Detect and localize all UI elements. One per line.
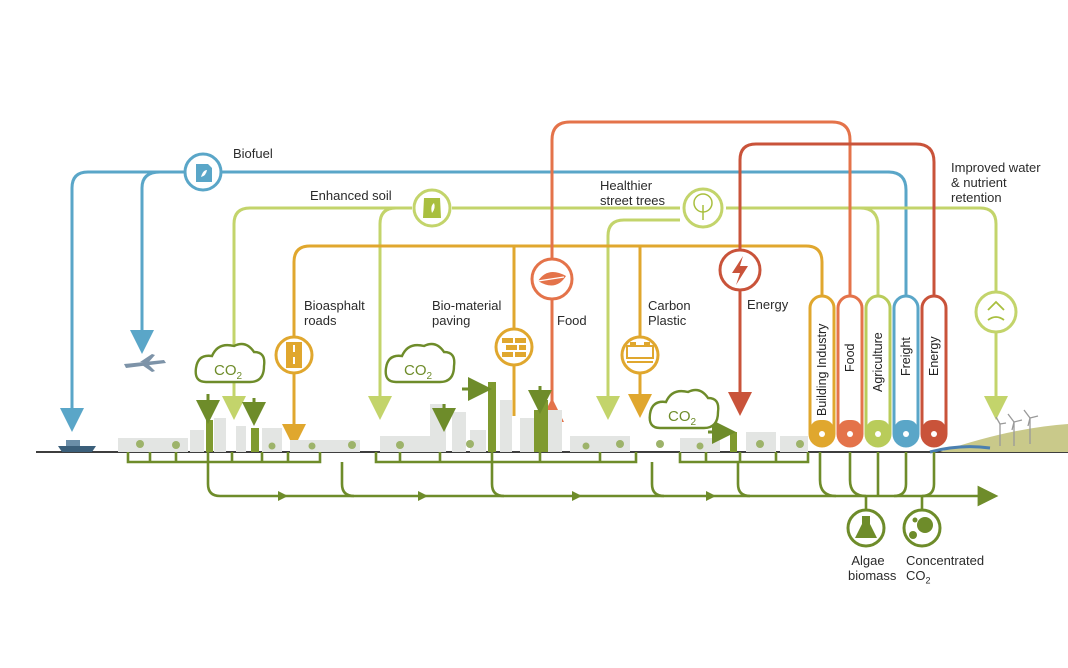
column-label-freight: Freight xyxy=(899,337,913,376)
label-biofuel: Biofuel xyxy=(233,146,273,161)
label-algae-biomass: Algae biomass xyxy=(848,553,897,583)
co2-collection-pipes xyxy=(126,452,999,510)
label-healthier-street-trees: Healthier street trees xyxy=(600,178,666,208)
svg-text:CO2: CO2 xyxy=(404,362,433,382)
co2-cloud-3: CO2 xyxy=(648,388,720,430)
column-label-agriculture: Agriculture xyxy=(871,332,885,392)
co2-cloud-2: CO2 xyxy=(384,342,456,384)
soil-bag-icon xyxy=(412,188,452,228)
biofuel-flow xyxy=(60,170,908,432)
column-label-building-industry: Building Industry xyxy=(815,323,829,416)
product-columns xyxy=(808,294,948,448)
label-enhanced-soil: Enhanced soil xyxy=(310,188,392,203)
brick-icon xyxy=(494,327,534,367)
water-drop-icon xyxy=(974,290,1018,334)
airplane-icon xyxy=(124,354,166,372)
svg-text:CO2: CO2 xyxy=(668,408,697,428)
ship-icon xyxy=(58,440,96,452)
fuel-can-icon xyxy=(183,152,223,192)
column-label-energy: Energy xyxy=(927,336,941,376)
label-food: Food xyxy=(557,313,587,328)
green-hill xyxy=(940,424,1068,452)
svg-text:CO2: CO2 xyxy=(214,362,243,382)
trees xyxy=(136,440,804,450)
label-concentrated-co2: Concentrated CO2 xyxy=(906,553,985,586)
tree-icon xyxy=(682,187,724,229)
leaf-icon xyxy=(530,257,574,301)
co2-cloud-1: CO2 xyxy=(194,342,266,384)
food-flow xyxy=(540,120,852,422)
energy-flow xyxy=(728,142,936,416)
label-bioasphalt-roads: Bioasphalt roads xyxy=(304,298,365,328)
road-icon xyxy=(274,335,314,375)
co2-intake-arrows xyxy=(196,377,736,444)
lightning-icon xyxy=(718,248,762,292)
flask-icon xyxy=(846,508,886,548)
column-label-food: Food xyxy=(843,343,857,373)
building-industry-flow xyxy=(282,244,824,448)
label-energy: Energy xyxy=(747,297,789,312)
wind-turbine-icons xyxy=(995,409,1039,446)
city-skyline xyxy=(118,400,808,452)
enhanced-soil-flow xyxy=(222,206,1008,420)
flow-arrows xyxy=(278,491,716,501)
co2-bubble-icon xyxy=(902,508,942,548)
label-bio-material-paving: Bio-material paving xyxy=(432,298,502,328)
label-improved-water: Improved water & nutrient retention xyxy=(951,160,1041,205)
water-strip xyxy=(929,445,991,454)
plastic-blocks-icon xyxy=(620,335,660,375)
label-carbon-plastic: Carbon Plastic xyxy=(648,298,691,328)
